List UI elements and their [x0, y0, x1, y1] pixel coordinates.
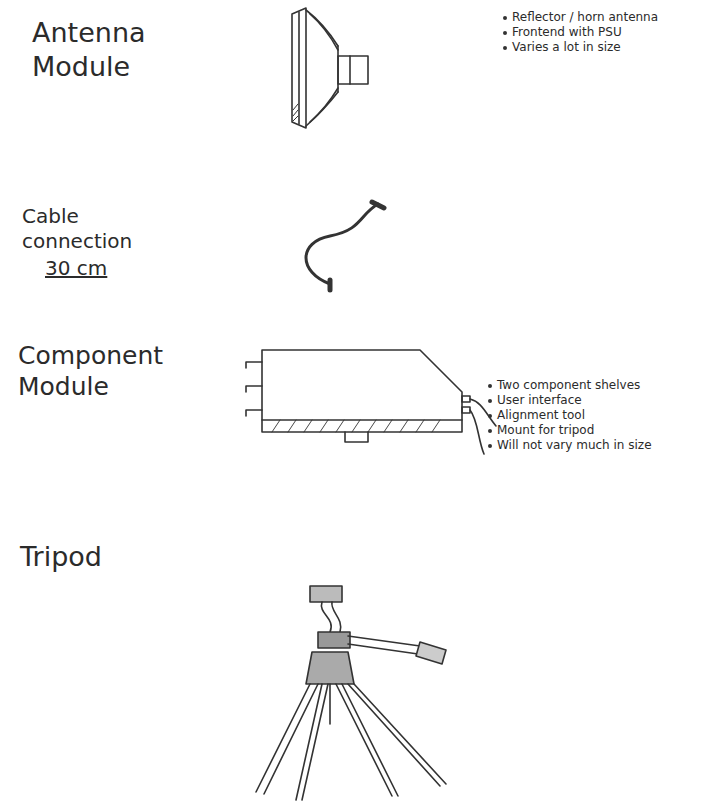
cable — [306, 204, 378, 284]
bullet — [503, 16, 507, 20]
frontend-line — [349, 56, 351, 84]
rim-line — [298, 12, 300, 124]
module-housing — [262, 350, 462, 432]
tripod-leg — [348, 684, 446, 786]
component-module-drawing — [246, 350, 496, 454]
tripod-neck — [321, 602, 340, 632]
bullet — [488, 444, 492, 448]
mount-tab — [246, 410, 262, 416]
note-text: Varies a lot in size — [512, 40, 621, 55]
pan-handle — [348, 636, 420, 654]
tripod-drawing — [256, 586, 446, 800]
bullet — [503, 46, 507, 50]
note-text: Reflector / horn antenna — [512, 10, 658, 25]
tripod-leg — [336, 684, 398, 796]
connector — [462, 407, 470, 413]
frontend-housing — [338, 56, 368, 84]
mount-tab — [246, 386, 262, 392]
dimension-label: 30 cm — [45, 256, 107, 281]
reflector-shell — [310, 14, 338, 50]
hatching — [272, 420, 440, 432]
note-text: User interface — [497, 393, 582, 408]
module-heading: Antenna Module — [32, 16, 182, 84]
center-column — [329, 684, 331, 724]
tripod-body — [306, 652, 354, 684]
bullet — [488, 399, 492, 403]
bullet — [488, 384, 492, 388]
note-text: Two component shelves — [497, 378, 640, 393]
shelf-line — [262, 419, 462, 421]
connector — [462, 396, 470, 402]
bullet — [488, 414, 492, 418]
mount-tab — [246, 362, 262, 368]
cable-plug — [328, 280, 333, 290]
note-text: Will not vary much in size — [497, 438, 652, 453]
cable-plug — [372, 202, 384, 208]
note-text: Frontend with PSU — [512, 25, 622, 40]
wire — [470, 410, 484, 454]
tripod-leg — [296, 684, 328, 800]
tripod-head-plate — [310, 586, 342, 602]
note-text: Mount for tripod — [497, 423, 594, 438]
bullet — [488, 429, 492, 433]
tripod-leg — [256, 684, 318, 794]
reflector-shell — [310, 88, 338, 122]
antenna-drawing — [292, 8, 368, 128]
handle-grip — [416, 642, 446, 664]
module-heading: Tripod — [20, 540, 102, 574]
bullet — [503, 31, 507, 35]
tripod-mount — [345, 432, 368, 442]
cable-drawing — [306, 202, 384, 290]
shading — [293, 104, 298, 121]
reflector-rim — [292, 8, 306, 128]
part-heading: Cable connection — [22, 204, 152, 254]
note-text: Alignment tool — [497, 408, 585, 423]
module-heading: Component Module — [18, 340, 208, 403]
wire — [470, 399, 496, 426]
pan-head — [318, 632, 350, 648]
